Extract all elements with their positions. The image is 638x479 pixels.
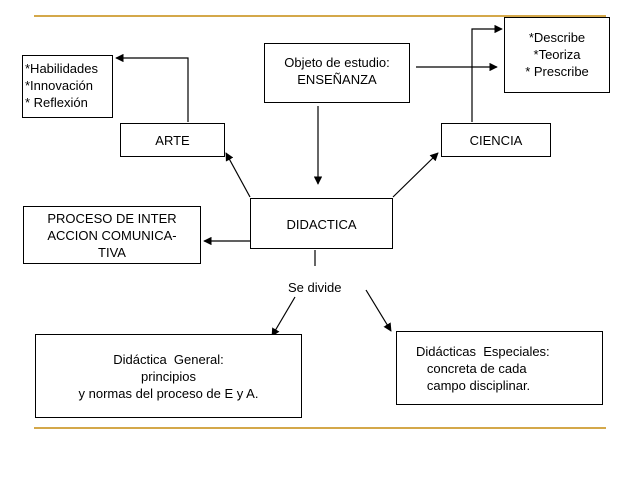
habilidades-box: *Habilidades *Innovación * Reflexión <box>22 55 113 118</box>
arte-box: ARTE <box>120 123 225 157</box>
arrow-didactica-to-arte <box>225 152 251 198</box>
arrow-ciencia-to-describe <box>471 24 503 122</box>
arrow-didactica-to-ciencia <box>392 152 439 198</box>
top-rule <box>34 15 606 17</box>
didacticas-especiales-box: Didácticas Especiales: concreta de cada … <box>396 331 603 405</box>
arrow-arte-to-habilidades <box>115 53 189 122</box>
se-divide-label: Se divide <box>288 280 342 295</box>
objeto-estudio-box: Objeto de estudio: ENSEÑANZA <box>264 43 410 103</box>
arrow-se-divide-to-especiales <box>365 289 392 332</box>
proceso-box: PROCESO DE INTER ACCION COMUNICA- TIVA <box>23 206 201 264</box>
ciencia-box: CIENCIA <box>441 123 551 157</box>
didactica-general-box: Didáctica General: principios y normas d… <box>35 334 302 418</box>
arrow-se-divide-to-general <box>271 296 296 337</box>
bottom-rule <box>34 427 606 429</box>
didactica-box: DIDACTICA <box>250 198 393 249</box>
describe-box: *Describe *Teoriza * Prescribe <box>504 17 610 93</box>
